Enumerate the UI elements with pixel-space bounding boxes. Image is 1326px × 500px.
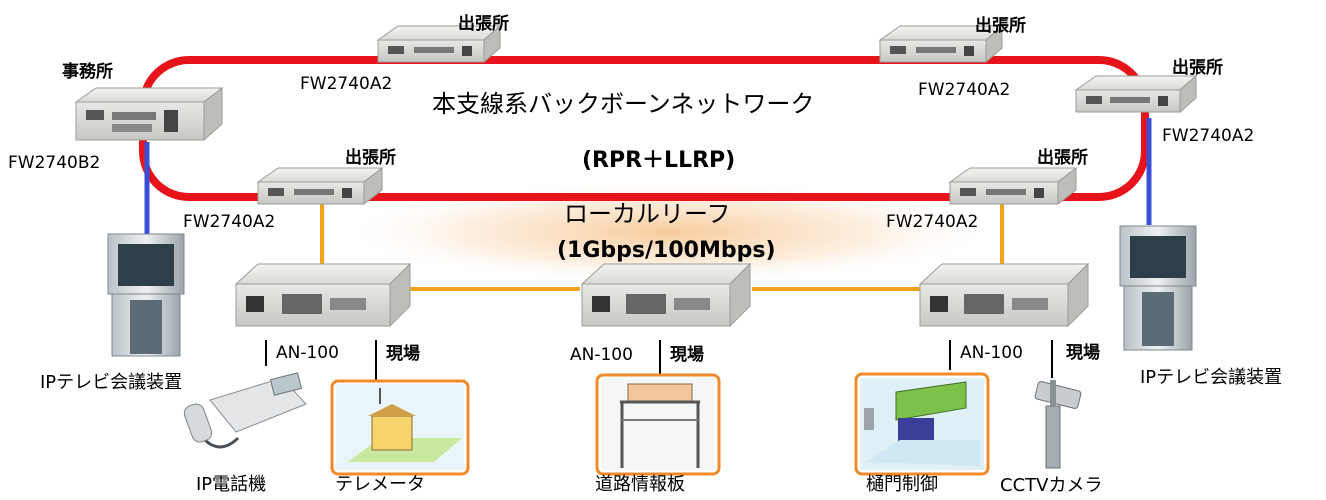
telemeter-illustration [336,384,464,470]
videoconf-label-right: IPテレビ会議装置 [1140,367,1283,388]
fw2740a2-device-top-right [878,24,1004,64]
protocol-label: (RPR＋LLRP) [582,148,736,173]
an100-label-middle: AN-100 [570,345,633,365]
office-label: 事務所 [62,62,113,82]
fw2740a2-device-bottom-right [948,166,1078,206]
fw2740a2-device-bottom-left [256,166,384,206]
ip-phone-icon [183,372,307,449]
fw2740a2-label-top-right: FW2740A2 [918,80,1011,100]
branch-label-bottom-left: 出張所 [345,148,396,168]
an100-device-middle [580,262,752,328]
fw2740a2-label-top-left: FW2740A2 [300,74,393,94]
local-leaf-glow [338,180,998,284]
sluice-label: 樋門制御 [866,474,938,495]
cctv-camera-icon [1034,380,1082,469]
branch-label-bottom-right: 出張所 [1037,148,1088,168]
local-leaf-label: ローカルリーフ [564,200,731,228]
an100-device-right [918,262,1090,328]
fw2740a2-label-bottom-left: FW2740A2 [183,212,276,232]
videoconf-label-left: IPテレビ会議装置 [40,372,183,393]
fw2740b2-device-office [74,86,224,142]
fw2740b2-label: FW2740B2 [8,153,101,173]
road-board-label: 道路情報板 [595,474,685,495]
videoconf-terminal-left [107,233,185,357]
local-speed-label: (1Gbps/100Mbps) [557,238,776,263]
field-label-middle: 現場 [670,345,704,365]
an100-device-left [234,262,412,328]
branch-label-top-left: 出張所 [458,14,509,34]
fw2740a2-label-far-right: FW2740A2 [1162,126,1255,146]
fw2740a2-device-top-left [376,24,502,64]
field-label-left: 現場 [386,344,420,364]
fw2740a2-label-bottom-right: FW2740A2 [886,212,979,232]
cctv-label: CCTVカメラ [1000,475,1103,496]
an100-label-left: AN-100 [276,343,339,363]
ip-phone-label: IP電話機 [196,474,267,495]
branch-label-far-right: 出張所 [1172,58,1223,78]
field-label-right: 現場 [1066,343,1100,363]
branch-label-top-right: 出張所 [975,16,1026,36]
fw2740a2-device-far-right [1074,74,1198,114]
telemeter-label: テレメータ [335,474,425,495]
backbone-title: 本支線系バックボーンネットワーク [432,90,815,118]
videoconf-terminal-right [1119,225,1197,351]
an100-label-right: AN-100 [960,343,1023,363]
road-board-illustration [601,379,715,470]
sluice-illustration [860,378,984,470]
